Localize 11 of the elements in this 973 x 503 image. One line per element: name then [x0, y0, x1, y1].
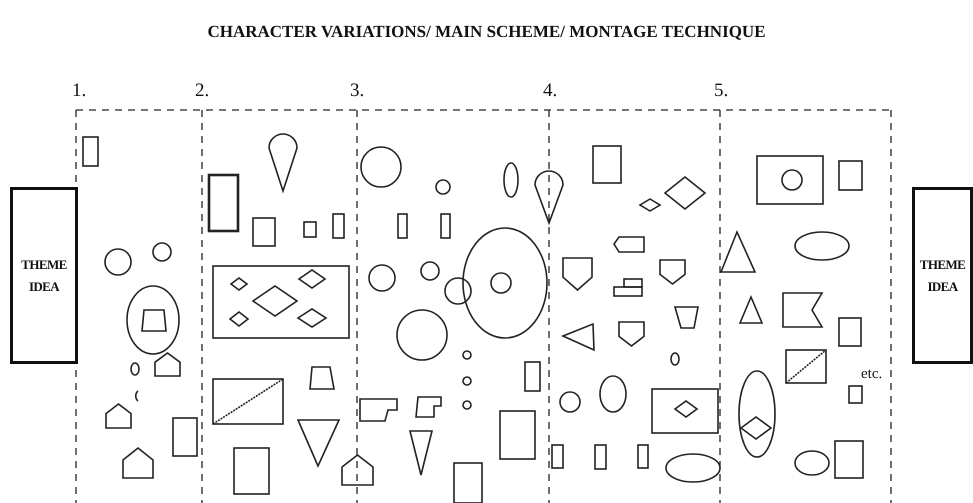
theme-label: THEME IDEA — [21, 256, 67, 296]
theme-label: THEME IDEA — [920, 256, 966, 296]
column-number: 5. — [714, 80, 728, 102]
theme-box — [912, 187, 973, 364]
column-number: 1. — [72, 80, 86, 102]
column-number: 2. — [195, 80, 210, 102]
theme-box — [10, 187, 78, 364]
column-number: 4. — [543, 80, 558, 102]
diagram-title: CHARACTER VARIATIONS/ MAIN SCHEME/ MONTAGE TECHNIQUE — [206, 22, 767, 42]
continuation-note: etc. — [861, 366, 882, 383]
column-number: 3. — [350, 80, 364, 102]
